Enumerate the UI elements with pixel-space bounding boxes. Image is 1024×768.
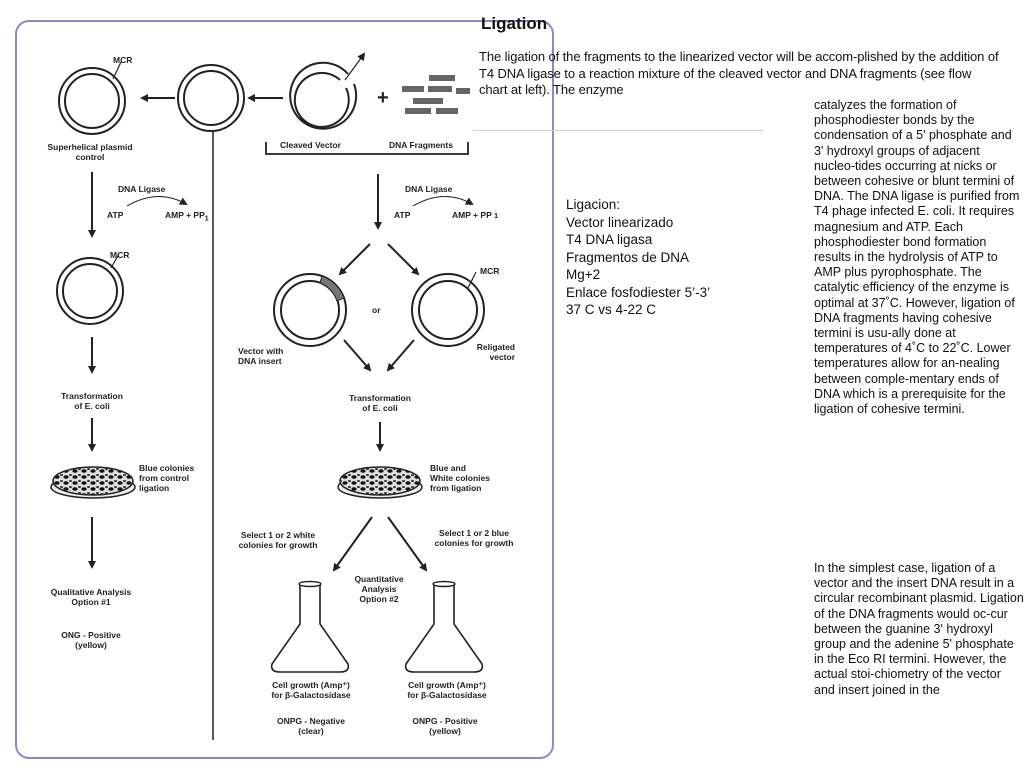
cleaved-vector-label: Cleaved Vector: [280, 140, 341, 150]
ligation-flowchart: +: [50, 52, 485, 740]
arrow-merge-right: [386, 339, 415, 372]
article-intro: The ligation of the fragments to the lin…: [479, 49, 999, 97]
quantitative-label: Quantitative Analysis Option #2: [354, 574, 404, 604]
mcr-label-1: MCR: [113, 55, 133, 65]
ligase-curve-right: [412, 195, 474, 207]
ong-positive-label: ONG - Positive (yellow): [61, 630, 121, 650]
note-line: 37 C vs 4-22 C: [566, 302, 657, 317]
transformation-left-label: Transformation of E. coli: [61, 391, 123, 411]
qualitative-label: Qualitative Analysis Option #1: [50, 587, 132, 607]
onpg-positive-label: ONPG - Positive (yellow): [412, 716, 478, 736]
mcr-label-3: MCR: [480, 266, 500, 276]
atp-label-left: ATP: [107, 210, 124, 220]
flask-left: [270, 580, 350, 673]
dna-fragments: [402, 75, 470, 114]
note-line: Mg+2: [566, 267, 601, 282]
ligase-curve-left: [126, 195, 188, 207]
diagram-frame: [15, 20, 554, 759]
note-line: Fragmentos de DNA: [566, 249, 690, 265]
religated-label: Religated vector: [476, 342, 515, 362]
petri-dish-right: [337, 466, 423, 499]
spanish-notes: Ligacion: Vector linearizado T4 DNA liga…: [566, 196, 710, 319]
arrow-select-blue: [387, 516, 428, 572]
amp-label-left: AMP + PP1: [165, 210, 209, 223]
vector-with-insert: [273, 273, 347, 347]
cell-growth-left-label: Cell growth (Amp⁺) for β-Galactosidase: [271, 680, 351, 700]
note-line: Enlace fosfodiester 5’-3’: [566, 284, 711, 300]
transformation-right-label: Transformation of E. coli: [349, 393, 411, 413]
or-label: or: [372, 305, 381, 315]
vector-insert-label: Vector with DNA insert: [238, 346, 284, 366]
arrow-select-white: [332, 516, 373, 572]
uncut-plasmid: [177, 64, 245, 132]
plus-sign: +: [377, 87, 389, 109]
religated-vector: [411, 271, 485, 347]
petri-dish-left: [50, 466, 136, 499]
flask-right: [404, 580, 484, 673]
divider-rule: [473, 130, 763, 131]
note-line: Vector linearizado: [566, 214, 674, 230]
supercoiled-plasmid: [58, 61, 126, 135]
mcr-label-2: MCR: [110, 250, 130, 260]
dna-fragments-label: DNA Fragments: [389, 140, 453, 150]
blue-white-colonies-label: Blue and White colonies from ligation: [430, 463, 490, 493]
article-paragraph-2: In the simplest case, ligation of a vect…: [814, 561, 1024, 697]
ligase-label-right: DNA Ligase: [405, 184, 453, 194]
select-blue-label: Select 1 or 2 blue colonies for growth: [434, 528, 514, 548]
atp-label-right: ATP: [394, 210, 411, 220]
ligated-control-plasmid: [56, 253, 124, 325]
arrow-split-left: [338, 243, 371, 276]
supercoiled-label: Superhelical plasmid control: [47, 142, 133, 162]
article-paragraph-1: catalyzes the formation of phosphodieste…: [814, 98, 1020, 417]
cell-growth-right-label: Cell growth (Amp⁺) for β-Galactosidase: [407, 680, 487, 700]
amp-label-right: AMP + PP 1: [452, 210, 499, 220]
note-line: T4 DNA ligasa: [566, 232, 653, 247]
bracket: [265, 142, 469, 155]
blue-colonies-label: Blue colonies from control ligation: [139, 463, 195, 493]
arrow-split-right: [387, 243, 420, 276]
arrow-merge-left: [343, 339, 372, 372]
cleaved-vector: [289, 52, 366, 130]
select-white-label: Select 1 or 2 white colonies for growth: [238, 530, 318, 550]
article-heading: Ligation: [481, 14, 548, 33]
onpg-negative-label: ONPG - Negative (clear): [276, 716, 346, 736]
ligase-label-left: DNA Ligase: [118, 184, 166, 194]
note-line: Ligacion:: [566, 197, 621, 212]
